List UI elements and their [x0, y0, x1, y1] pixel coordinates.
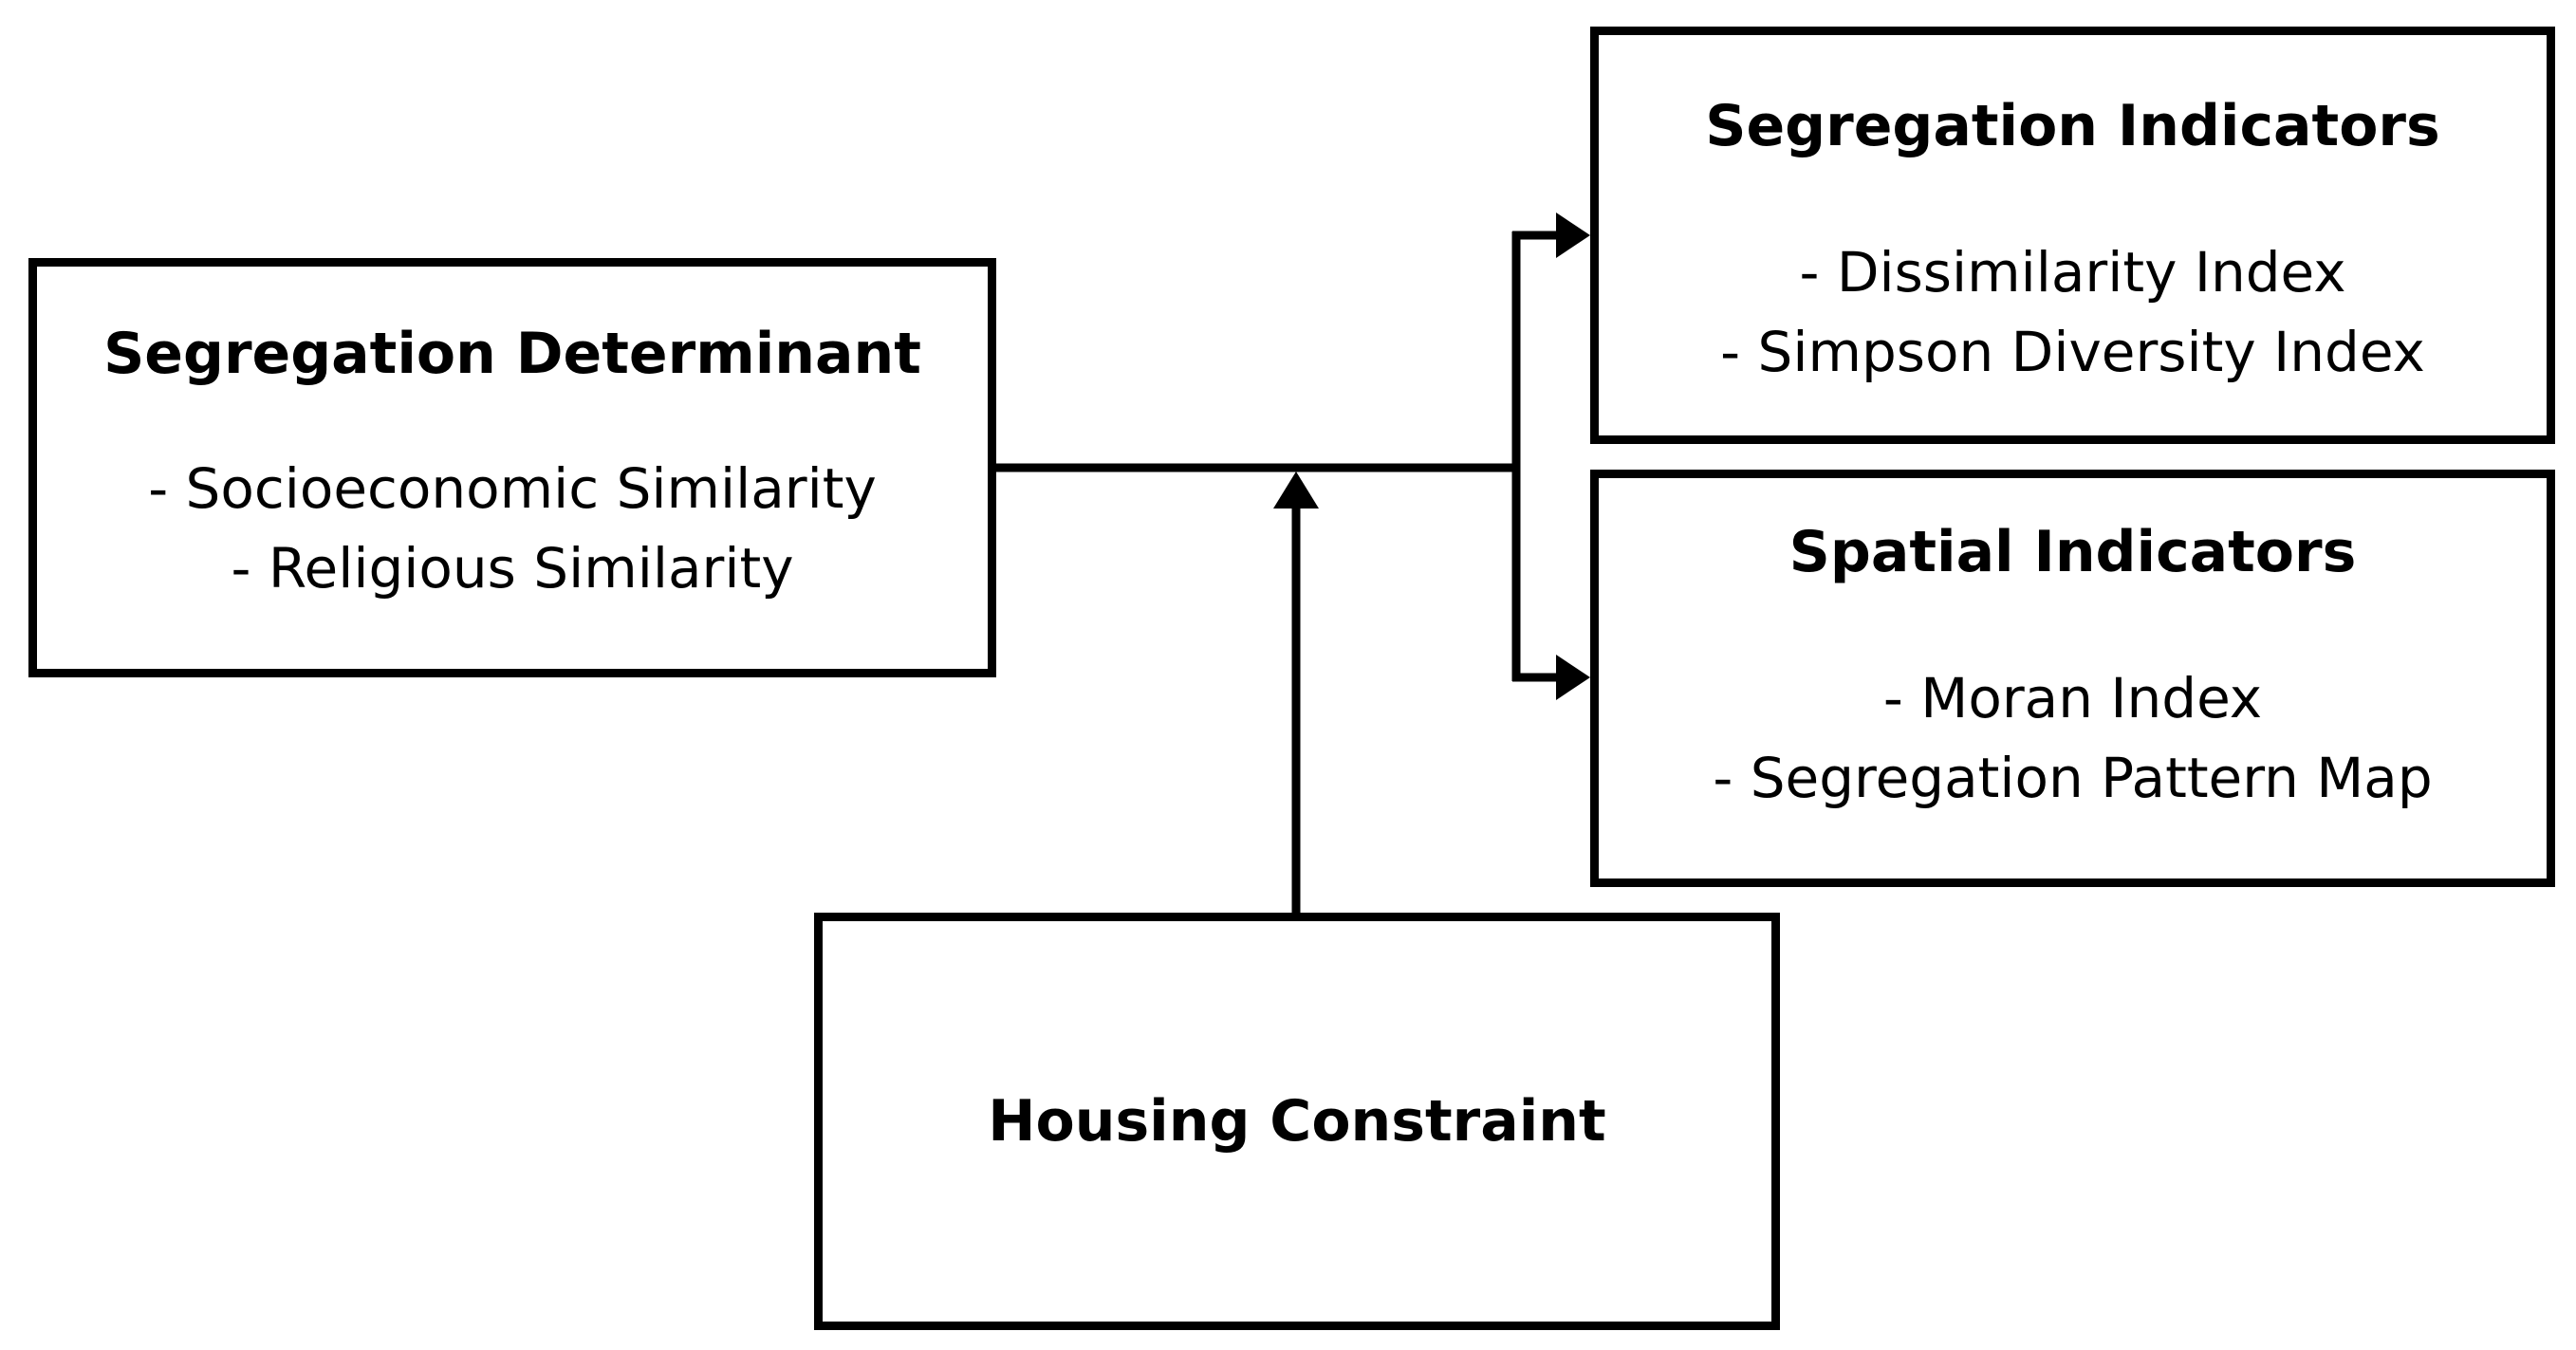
determinant-item: - Socioeconomic Similarity — [148, 456, 877, 521]
segregation-determinant-box: Segregation Determinant - Socioeconomic … — [28, 258, 996, 677]
spatial-indicator-item: - Moran Index — [1882, 666, 2263, 730]
segregation-determinant-title: Segregation Determinant — [103, 321, 921, 387]
spatial-indicator-item: - Segregation Pattern Map — [1713, 746, 2433, 810]
segregation-indicators-box: Segregation Indicators - Dissimilarity I… — [1590, 27, 2555, 444]
housing-constraint-title: Housing Constraint — [988, 1088, 1606, 1155]
arrow-housing-to-main — [1273, 472, 1319, 509]
arrow-to-spatial-indicators — [1556, 655, 1590, 700]
segregation-indicator-item: - Dissimilarity Index — [1799, 240, 2346, 305]
determinant-item: - Religious Similarity — [231, 536, 794, 601]
housing-constraint-box: Housing Constraint — [814, 913, 1780, 1330]
segregation-indicators-title: Segregation Indicators — [1705, 93, 2440, 159]
spatial-indicators-box: Spatial Indicators - Moran Index - Segre… — [1590, 470, 2555, 887]
spatial-indicators-title: Spatial Indicators — [1788, 519, 2357, 585]
segregation-indicator-item: - Simpson Diversity Index — [1720, 320, 2425, 384]
arrow-to-segregation-indicators — [1556, 213, 1590, 258]
